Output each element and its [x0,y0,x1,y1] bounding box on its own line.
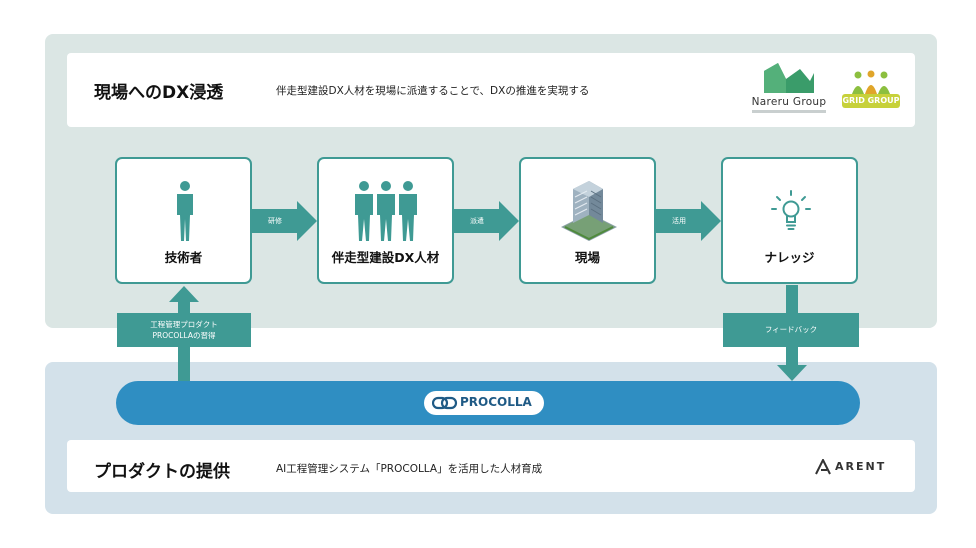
callout-left-line-2: PROCOLLAの習得 [152,331,216,340]
node-site-label: 現場 [574,250,600,265]
callout-feedback: フィードバック [723,313,859,347]
arent-mark-icon [815,459,831,475]
arrow-training [252,201,317,241]
arrow-dispatch [454,201,519,241]
people-group-icon [355,181,417,241]
bottom-section-description: AI工程管理システム「PROCOLLA」を活用した人材育成 [276,463,543,475]
arent-logo: ARENT [815,458,893,476]
person-icon [177,181,193,241]
nareru-tagline-mark [752,110,826,113]
arrow-dispatch-label: 派遣 [470,217,484,225]
arrow-utilize-label: 活用 [672,217,686,225]
lightbulb-icon [771,190,811,230]
bottom-banner [67,440,915,492]
nareru-mark-icon [764,63,814,93]
arrow-training-label: 研修 [268,217,282,225]
bottom-section-title: プロダクトの提供 [94,462,230,482]
grid-people-icon [852,70,890,94]
node-knowledge: ナレッジ [721,157,858,284]
nareru-group-logo: Nareru Group [748,63,830,119]
arent-name: ARENT [835,460,887,473]
grid-group-name: GRID GROUP [842,94,900,108]
nareru-group-name: Nareru Group [751,96,827,108]
top-section-description: 伴走型建設DX人材を現場に派遣することで、DXの推進を実現する [276,85,590,97]
node-knowledge-label: ナレッジ [764,250,815,265]
callout-procolla-learning: 工程管理プロダクト PROCOLLAの習得 [117,313,251,347]
procolla-name: PROCOLLA [460,395,532,409]
building-icon [561,181,617,241]
procolla-logo-icon [432,396,458,410]
top-section-title: 現場へのDX浸透 [94,83,224,103]
node-engineer-label: 技術者 [164,250,203,265]
procolla-badge: PROCOLLA [424,391,544,415]
node-dx-talent-label: 伴走型建設DX人材 [331,250,440,265]
node-engineer: 技術者 [115,157,252,284]
grid-group-logo: GRID GROUP [842,70,900,112]
arrow-utilize [656,201,721,241]
node-site: 現場 [519,157,656,284]
callout-left-line-1: 工程管理プロダクト [150,320,218,329]
node-dx-talent: 伴走型建設DX人材 [317,157,454,284]
